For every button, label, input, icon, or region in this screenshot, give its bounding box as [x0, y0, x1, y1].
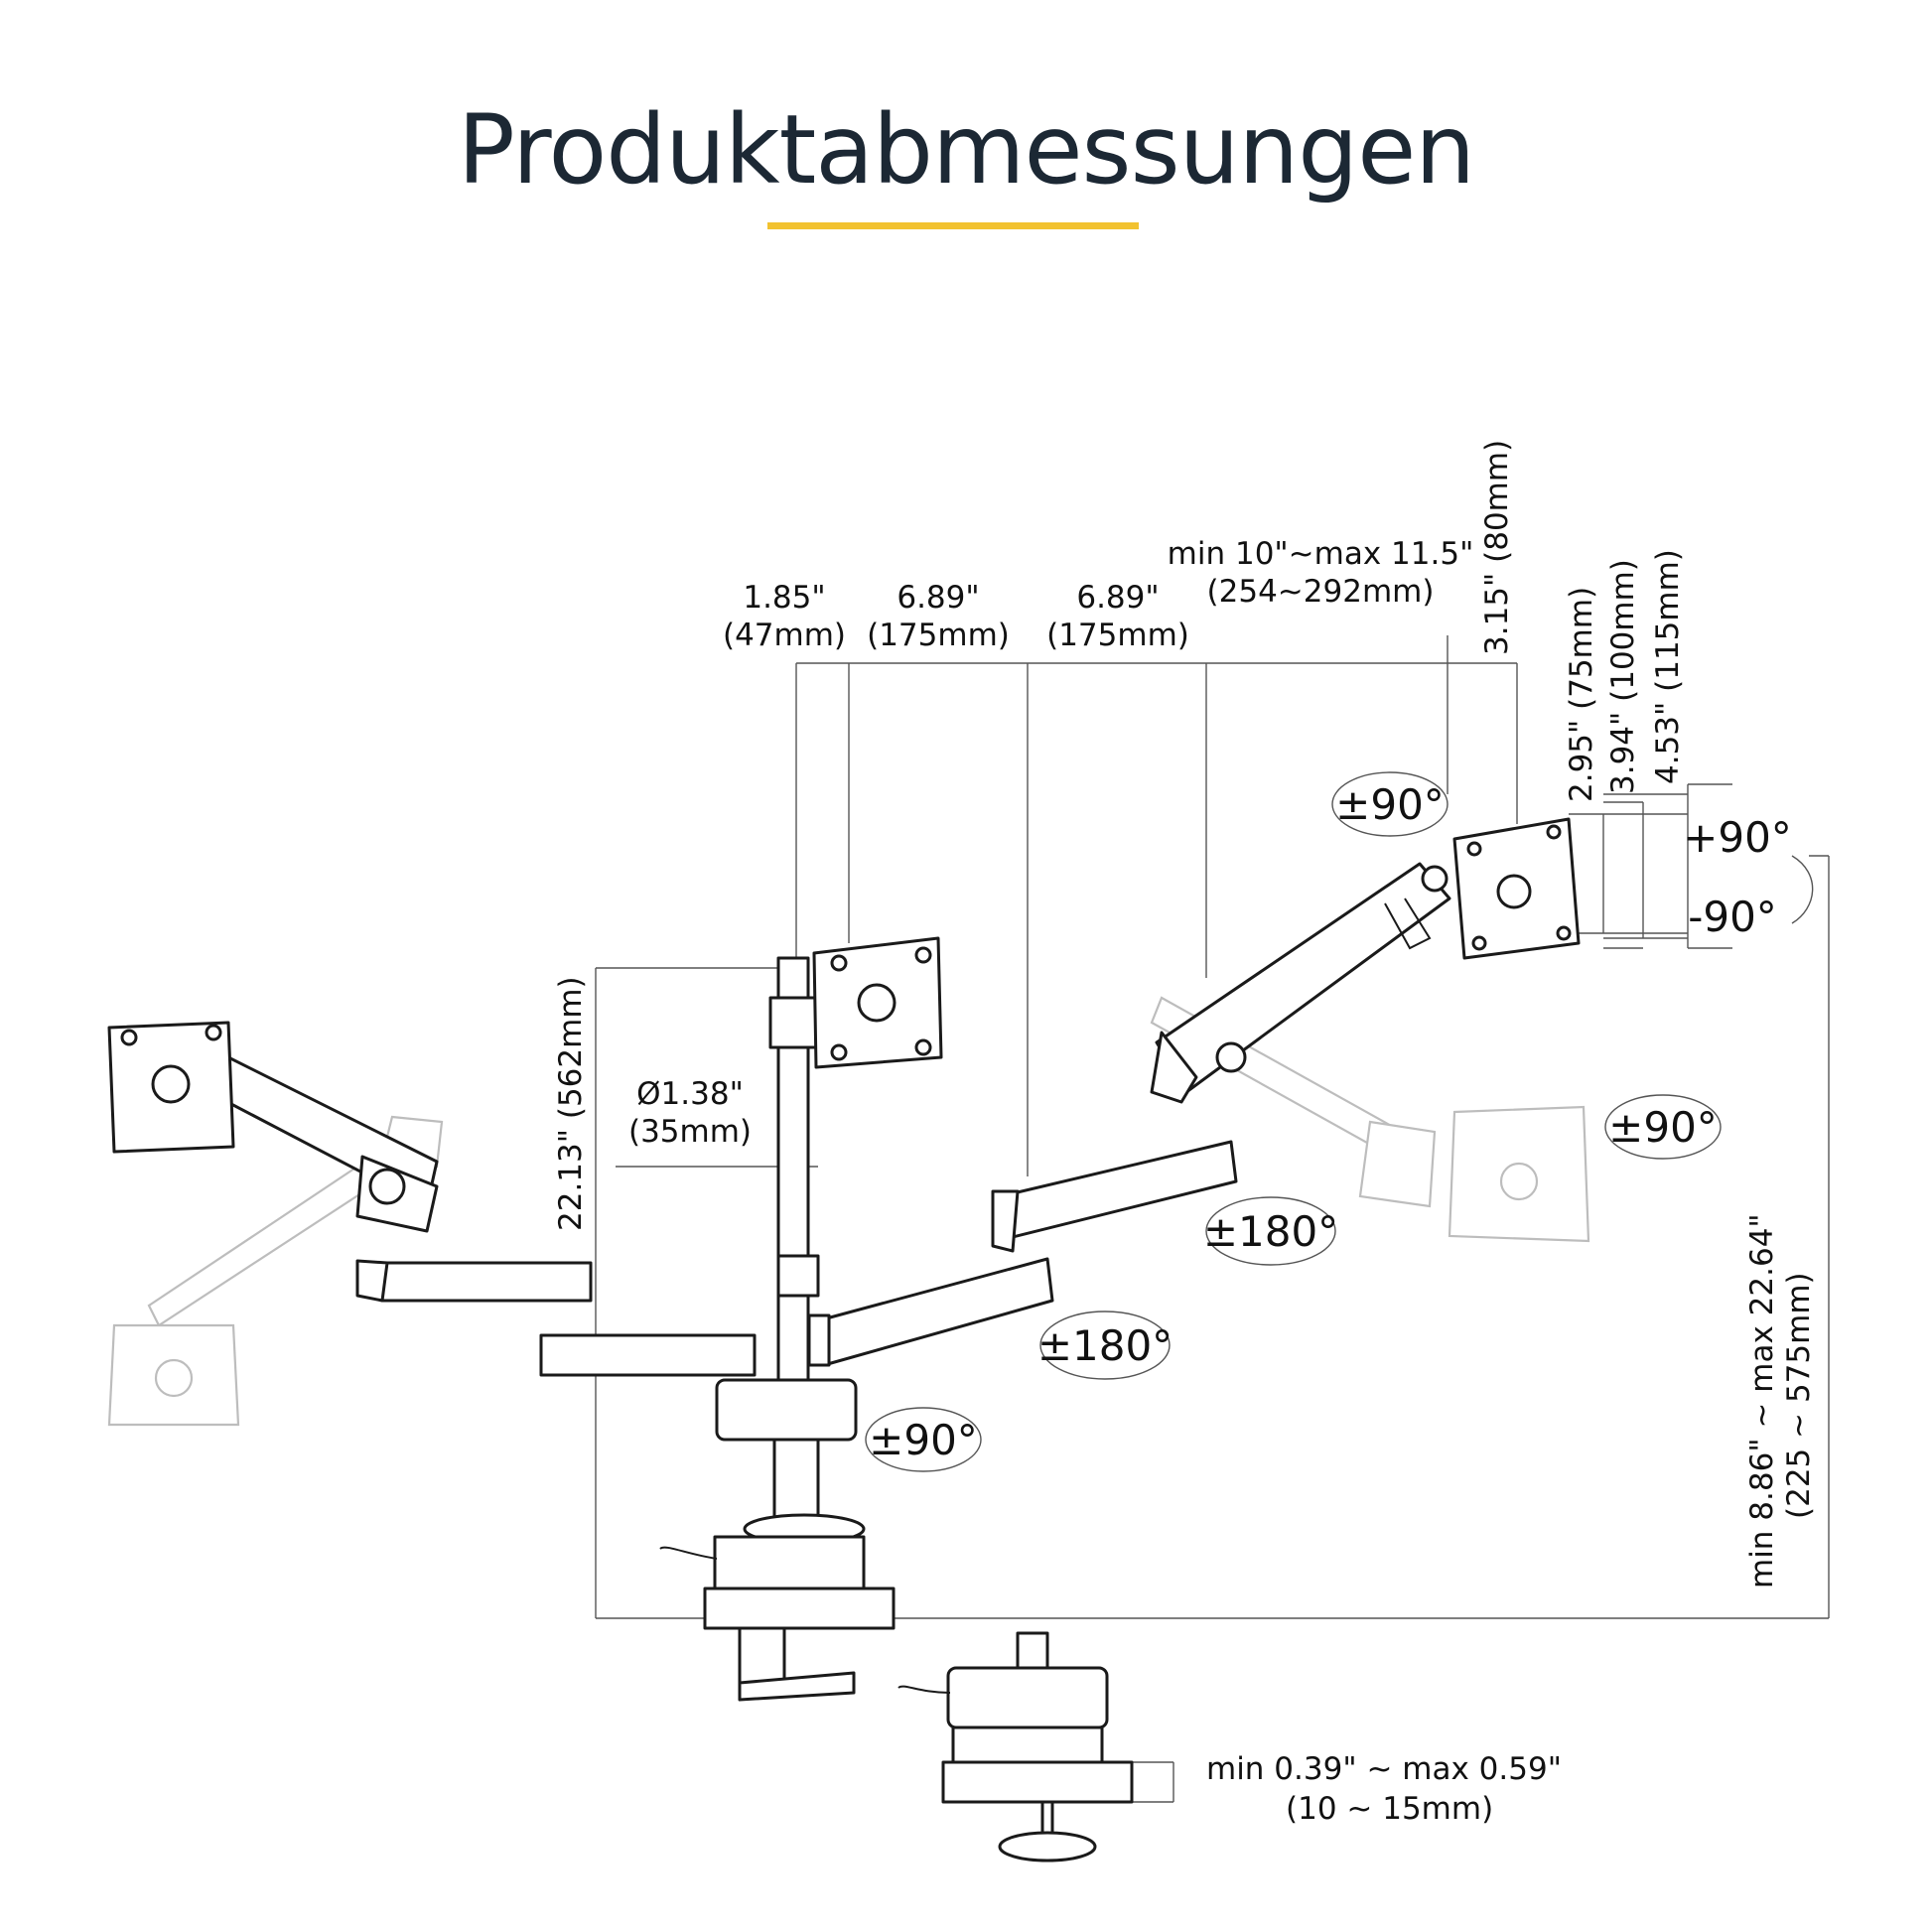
- dim-reach: min 10"~max 11.5": [1168, 536, 1474, 572]
- dim-47mm: (47mm): [723, 618, 846, 653]
- dim-6-89-b: 6.89": [1076, 580, 1159, 616]
- dim-overall-height: min 8.86" ~ max 22.64": [1744, 1213, 1780, 1588]
- rot-tilt-minus: -90°: [1688, 893, 1777, 941]
- rot-base: ±90°: [869, 1416, 978, 1464]
- dimension-labels: 1.85" (47mm) 6.89" (175mm) 6.89" (175mm)…: [553, 440, 1817, 1827]
- rot-arm-mid: ±180°: [1037, 1321, 1173, 1370]
- dim-vesa-115: 4.53" (115mm): [1650, 549, 1686, 784]
- right-vesa-plate: [1452, 817, 1581, 960]
- rotation-labels: ±90° +90° -90° ±90° ±180° ±180° ±90°: [869, 780, 1792, 1464]
- dim-vesa-100: 3.94" (100mm): [1605, 559, 1641, 794]
- dim-175mm-a: (175mm): [867, 618, 1010, 653]
- dim-6-89-a: 6.89": [897, 580, 979, 616]
- dim-overall-height-mm: (225 ~ 575mm): [1781, 1272, 1817, 1519]
- dim-1-85: 1.85": [743, 580, 825, 616]
- right-arm: [807, 862, 1451, 1367]
- dim-vesa-80: 3.15" (80mm): [1479, 440, 1515, 655]
- rot-arm-right: ±180°: [1203, 1207, 1338, 1256]
- dim-pole-height: 22.13" (562mm): [553, 976, 589, 1231]
- left-arm: [207, 1050, 757, 1377]
- rotation-markers: [865, 771, 1814, 1472]
- dim-reach-mm: (254~292mm): [1207, 574, 1435, 610]
- dim-175mm-b: (175mm): [1046, 618, 1189, 653]
- rot-tilt-top: ±90°: [1335, 780, 1445, 829]
- dim-diameter: Ø1.38": [636, 1076, 744, 1112]
- left-vesa-plate: [107, 1021, 235, 1154]
- dim-clamp-mm: (10 ~ 15mm): [1286, 1791, 1493, 1827]
- center-pole: [659, 956, 896, 1702]
- center-vesa-plate: [812, 936, 943, 1069]
- dim-diameter-mm: (35mm): [628, 1114, 752, 1150]
- dimension-lines: [595, 635, 1830, 1803]
- clamp-detail: [897, 1631, 1134, 1863]
- rot-swivel-right: ±90°: [1608, 1103, 1718, 1152]
- page-title: Produktabmessungen: [457, 94, 1475, 206]
- dim-clamp: min 0.39" ~ max 0.59": [1206, 1751, 1562, 1787]
- title-underline: [767, 222, 1139, 229]
- ghost-parts: [107, 996, 1590, 1427]
- dim-vesa-75: 2.95" (75mm): [1564, 587, 1599, 802]
- rot-tilt-plus: +90°: [1683, 813, 1792, 862]
